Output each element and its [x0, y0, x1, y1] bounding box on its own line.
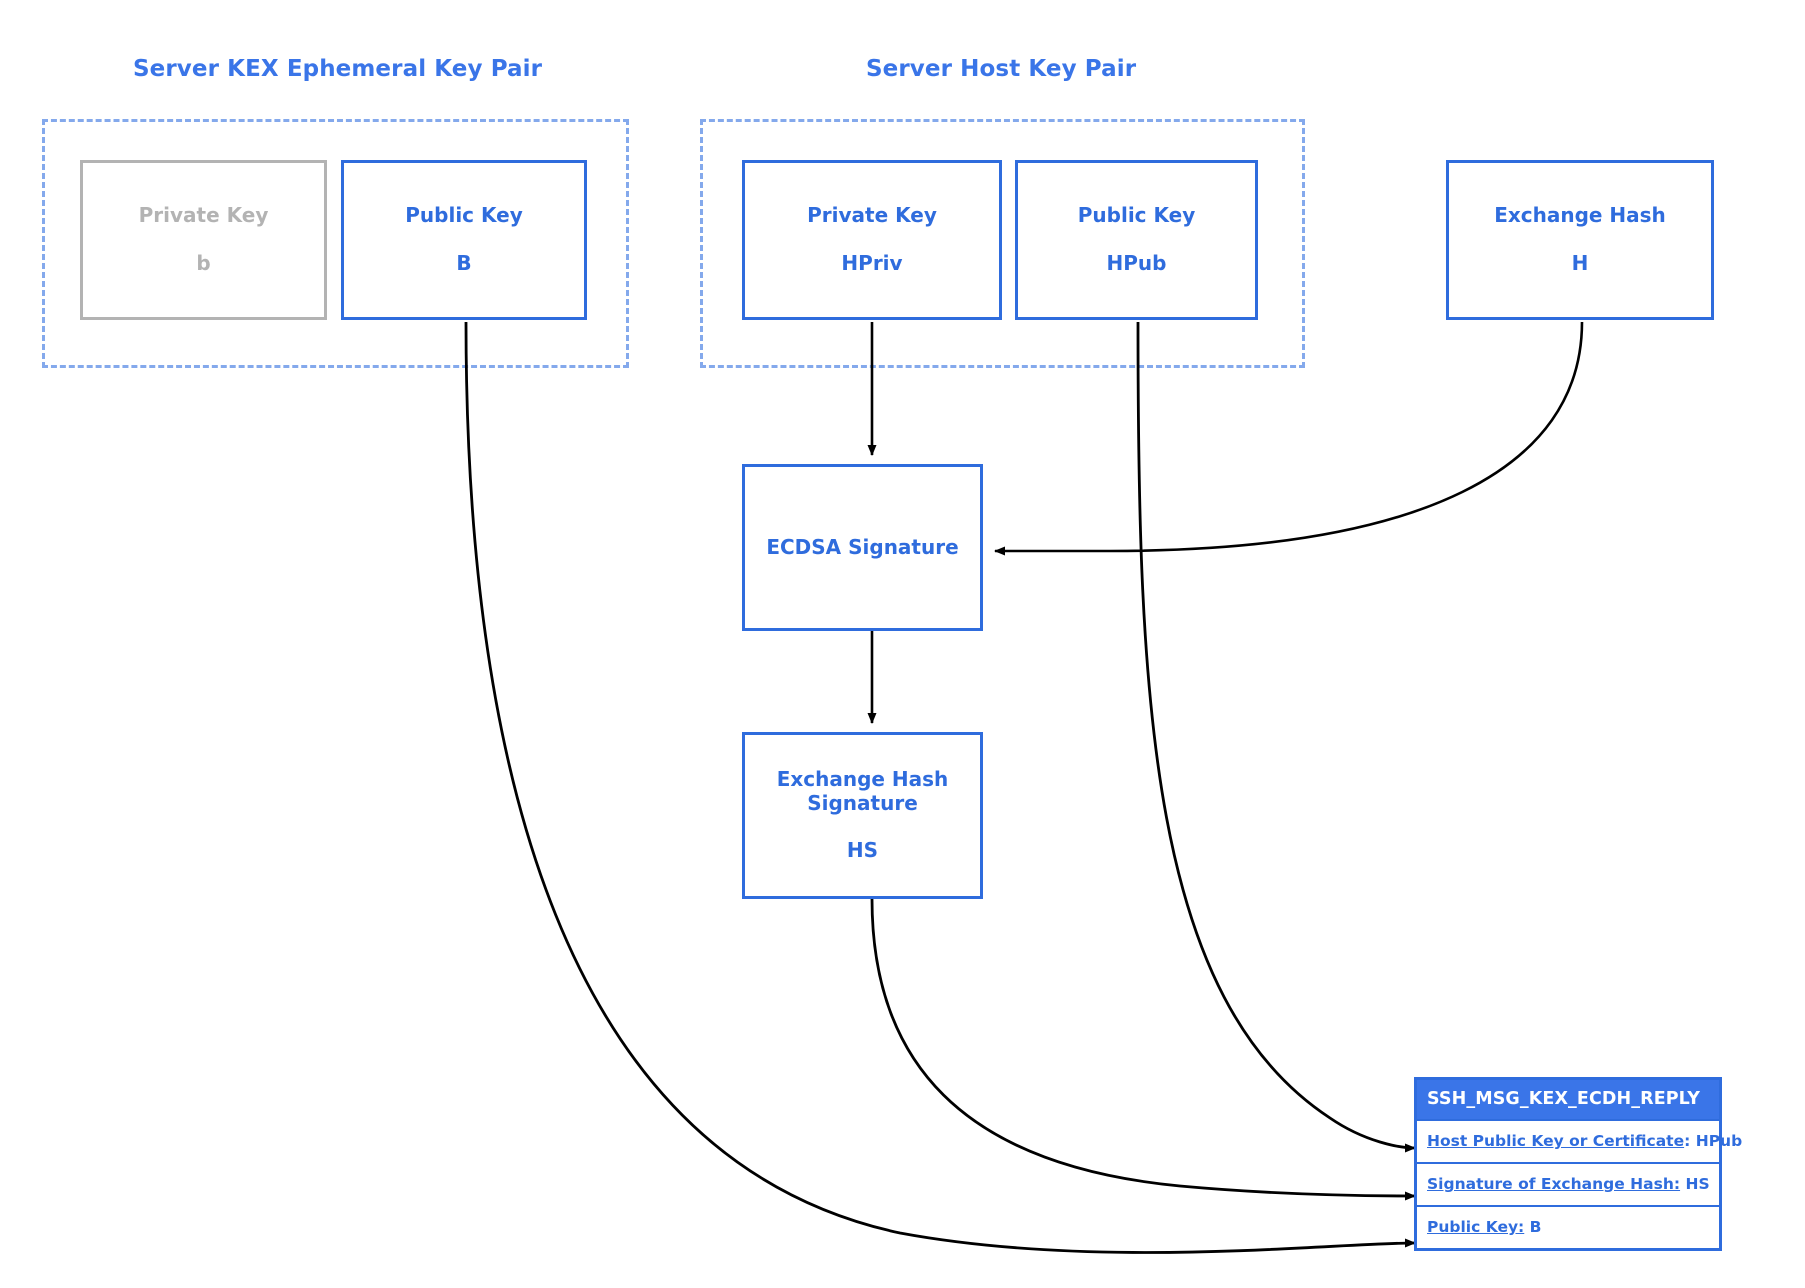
- node-value: b: [196, 251, 211, 275]
- node-ecdsa-signature: ECDSA Signature: [742, 464, 983, 631]
- msg-table-row: Host Public Key or Certificate: HPub: [1417, 1119, 1742, 1162]
- node-value: H: [1571, 251, 1589, 275]
- node-label-line-1: Exchange Hash: [776, 767, 949, 792]
- wire-hs-to-msg-signature: [870, 898, 1416, 1201]
- node-label: ECDSA Signature: [766, 534, 959, 559]
- dashed-group-kex-ephemeral: [42, 119, 629, 368]
- msg-row-key: Host Public Key or Certificate: [1427, 1132, 1685, 1150]
- node-value: HS: [846, 838, 879, 863]
- msg-row-value: HS: [1685, 1175, 1710, 1193]
- msg-table-header: SSH_MSG_KEX_ECDH_REPLY: [1417, 1080, 1719, 1119]
- node-label-line-2: Signature: [807, 790, 918, 815]
- node-label: Exchange Hash Signature: [776, 767, 949, 815]
- group-title-host-key-pair: Server Host Key Pair: [866, 56, 1137, 82]
- node-label: Public Key: [1077, 203, 1196, 228]
- msg-row-value: HPub: [1695, 1132, 1743, 1150]
- node-label: Public Key: [405, 203, 523, 228]
- node-label: Exchange Hash: [1494, 203, 1666, 228]
- node-value: B: [456, 251, 472, 275]
- msg-table-row: Signature of Exchange Hash: HS: [1417, 1162, 1719, 1205]
- node-exchange-hash: Exchange Hash H: [1446, 160, 1714, 320]
- msg-row-key: Signature of Exchange Hash:: [1427, 1175, 1681, 1193]
- wire-hpub-to-msg-host-public-key: [1136, 321, 1416, 1153]
- msg-row-value: B: [1529, 1218, 1542, 1236]
- ssh-msg-kex-ecdh-reply-table: SSH_MSG_KEX_ECDH_REPLY Host Public Key o…: [1414, 1077, 1742, 1251]
- node-host-private-key: Private Key HPriv: [742, 160, 1002, 320]
- msg-row-sep: :: [1684, 1132, 1691, 1150]
- node-exchange-hash-signature: Exchange Hash Signature HS: [742, 732, 983, 899]
- msg-table-row: Public Key: B: [1417, 1205, 1719, 1248]
- group-title-kex-ephemeral: Server KEX Ephemeral Key Pair: [133, 56, 543, 82]
- msg-row-key: Public Key:: [1427, 1218, 1525, 1236]
- node-kex-private-key: Private Key b: [80, 160, 327, 320]
- node-host-public-key: Public Key HPub: [1015, 160, 1258, 320]
- node-label: Private Key: [807, 203, 937, 228]
- node-value: HPub: [1106, 251, 1167, 275]
- node-value: HPriv: [841, 251, 903, 275]
- node-kex-public-key: Public Key B: [341, 160, 587, 320]
- node-label: Private Key: [138, 203, 269, 228]
